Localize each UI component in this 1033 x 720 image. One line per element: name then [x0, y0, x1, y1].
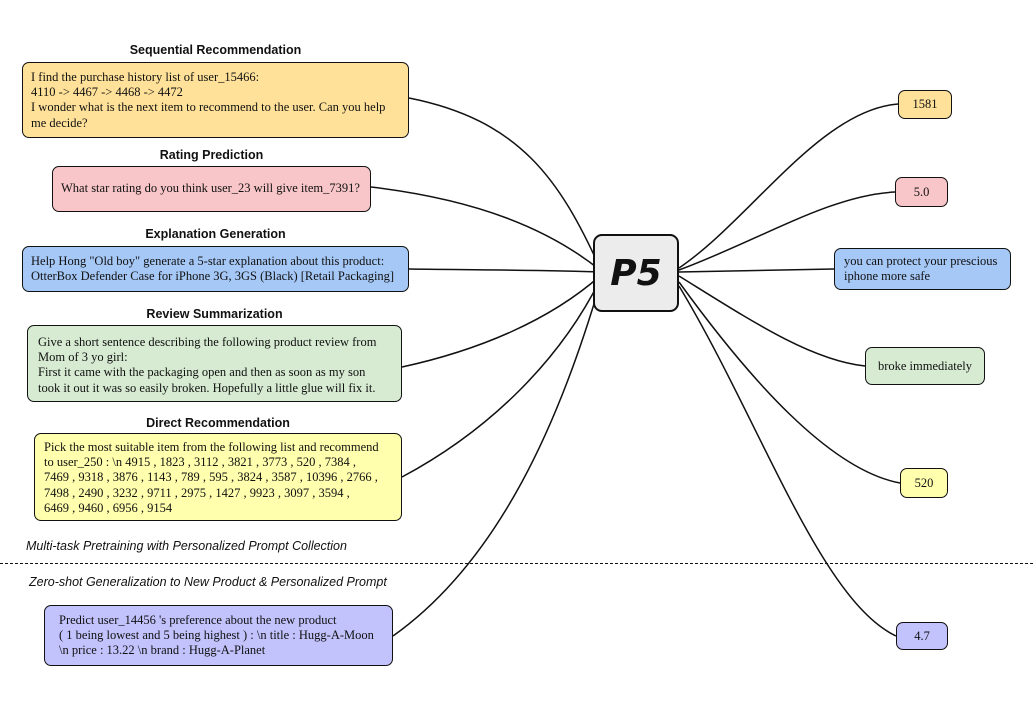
heading-explanation-generation: Explanation Generation — [145, 227, 286, 241]
link-out-520 — [678, 281, 901, 484]
output-box-review: broke immediately — [865, 347, 985, 385]
caption-pretraining: Multi-task Pretraining with Personalized… — [26, 539, 347, 553]
text-line: First it came with the packaging open an… — [38, 365, 366, 380]
link-in-direct — [401, 279, 601, 478]
input-box-review: Give a short sentence describing the fol… — [27, 325, 402, 402]
text-line: 7469 , 9318 , 3876 , 1143 , 789 , 595 , … — [44, 470, 378, 485]
link-in-zeroshot — [392, 283, 601, 637]
text-line: \n price : 13.22 \n brand : Hugg-A-Plane… — [59, 643, 266, 658]
output-text-line: you can protect your prescious — [844, 254, 998, 268]
text-line: I wonder what is the next item to recomm… — [31, 100, 386, 115]
input-box-rating: What star rating do you think user_23 wi… — [52, 166, 371, 212]
output-text: 520 — [914, 475, 934, 490]
output-text: broke immediately — [877, 358, 973, 373]
text-line: ( 1 being lowest and 5 being highest ) :… — [59, 628, 374, 643]
p5-model-node: P5 — [593, 234, 679, 312]
text-line: Mom of 3 yo girl: — [38, 350, 128, 365]
heading-rating-prediction: Rating Prediction — [159, 148, 264, 162]
link-out-4-7 — [678, 285, 897, 637]
link-in-review — [401, 275, 601, 368]
output-box-direct: 520 — [900, 468, 948, 498]
output-text-line: iphone more safe — [844, 269, 931, 283]
text-line: to user_250 : \n 4915 , 1823 , 3112 , 38… — [44, 455, 357, 470]
input-box-sequential: I find the purchase history list of user… — [22, 62, 409, 138]
text-line: Give a short sentence describing the fol… — [38, 335, 377, 349]
link-out-explanation — [678, 268, 835, 273]
text-line: I find the purchase history list of user… — [31, 70, 260, 84]
heading-review-summarization: Review Summarization — [146, 307, 283, 321]
text-line: OtterBox Defender Case for iPhone 3G, 3G… — [31, 269, 395, 283]
text-line: What star rating do you think user_23 wi… — [61, 181, 360, 196]
text-line: 6469 , 9460 , 6956 , 9154 — [44, 500, 173, 515]
link-out-review — [678, 275, 866, 367]
text-line: Predict user_14456 's preference about t… — [59, 613, 337, 627]
link-in-rating — [370, 186, 601, 271]
caption-zeroshot: Zero-shot Generalization to New Product … — [29, 575, 387, 589]
section-divider — [0, 563, 1033, 564]
link-out-5-0 — [678, 191, 896, 271]
output-box-zeroshot: 4.7 — [896, 622, 948, 650]
output-box-sequential: 1581 — [898, 90, 952, 119]
text-line: Help Hong "Old boy" generate a 5-star ex… — [31, 253, 385, 268]
output-text: 5.0 — [913, 184, 930, 199]
output-text: 1581 — [912, 97, 938, 111]
link-out-1581 — [678, 103, 899, 269]
text-line: Pick the most suitable item from the fol… — [44, 440, 379, 454]
text-line: me decide? — [31, 115, 88, 130]
output-box-rating: 5.0 — [895, 177, 948, 207]
input-box-direct: Pick the most suitable item from the fol… — [34, 433, 402, 521]
link-in-explanation — [408, 268, 601, 273]
text-line: 4110 -> 4467 -> 4468 -> 4472 — [31, 85, 183, 100]
link-in-sequential — [408, 97, 601, 269]
text-line: 7498 , 2490 , 3232 , 9711 , 2975 , 1427 … — [44, 485, 350, 500]
heading-sequential-recommendation: Sequential Recommendation — [129, 43, 302, 57]
heading-direct-recommendation: Direct Recommendation — [146, 416, 290, 430]
input-box-explanation: Help Hong "Old boy" generate a 5-star ex… — [22, 246, 409, 292]
output-box-explanation: you can protect your prescious iphone mo… — [834, 248, 1011, 290]
output-text: 4.7 — [914, 628, 930, 643]
input-box-zeroshot: Predict user_14456 's preference about t… — [44, 605, 393, 666]
text-line: took it out it was so easily broken. Hop… — [38, 380, 376, 395]
